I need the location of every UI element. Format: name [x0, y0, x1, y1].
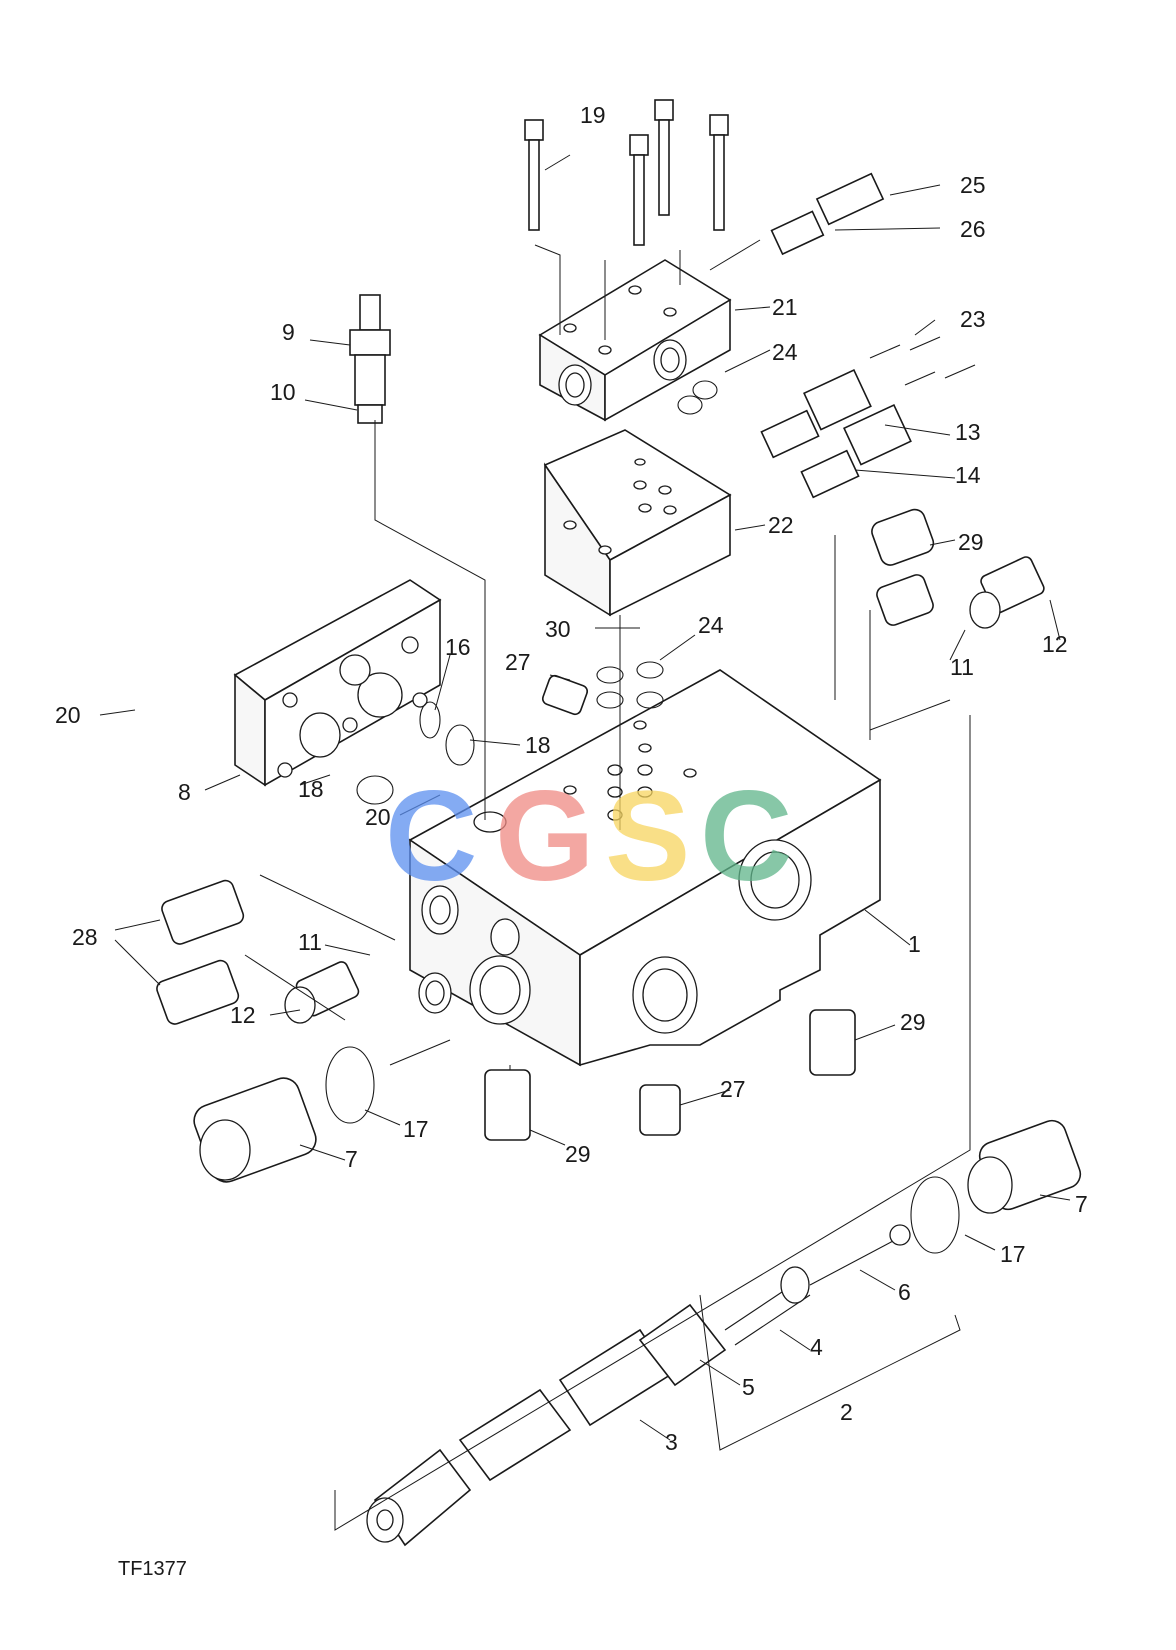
callout-13: 13	[955, 419, 981, 445]
callout-10: 10	[270, 379, 296, 405]
callout-29-upper: 29	[958, 529, 984, 555]
callouts: 1 2 3 4 5 6 7 7 8 9 10 11 11 12 12 13 14…	[55, 102, 1088, 1455]
solenoid-valves-13-14	[760, 368, 912, 499]
callout-17-right: 17	[1000, 1241, 1026, 1267]
callout-7-left: 7	[345, 1146, 358, 1172]
adapters-25-26	[770, 172, 885, 256]
callout-22: 22	[768, 512, 794, 538]
callout-4: 4	[810, 1334, 823, 1360]
callout-1: 1	[908, 931, 921, 957]
drawing-reference: TF1377	[118, 1558, 187, 1580]
watermark: C G S C	[385, 765, 792, 908]
o-rings	[325, 380, 960, 1254]
callout-29-right: 29	[900, 1009, 926, 1035]
callout-8: 8	[178, 779, 191, 805]
callout-7-right: 7	[1075, 1191, 1088, 1217]
plugs	[156, 508, 935, 1141]
small-screws-23	[869, 336, 976, 386]
cover-plate	[233, 579, 442, 787]
callout-17-left: 17	[403, 1116, 429, 1142]
callout-28: 28	[72, 924, 98, 950]
callout-25: 25	[960, 172, 986, 198]
callout-21: 21	[772, 294, 798, 320]
end-caps-7	[193, 1077, 1082, 1214]
valve-body	[408, 669, 882, 1067]
callout-18-lower: 18	[298, 776, 324, 802]
callout-9: 9	[282, 319, 295, 345]
callout-12-right: 12	[1042, 631, 1068, 657]
callout-16: 16	[445, 634, 471, 660]
callout-18-upper: 18	[525, 732, 551, 758]
callout-5: 5	[742, 1374, 755, 1400]
watermark-letter-3: S	[605, 765, 690, 908]
callout-20-lower: 20	[365, 804, 391, 830]
callout-6: 6	[898, 1279, 911, 1305]
callout-11-left: 11	[298, 929, 322, 955]
callout-3: 3	[665, 1429, 678, 1455]
callout-24-lower: 24	[698, 612, 724, 638]
callout-29-lower: 29	[565, 1141, 591, 1167]
callout-27-lower: 27	[720, 1076, 746, 1102]
manifold-block-21	[538, 259, 732, 422]
callout-24-upper: 24	[772, 339, 798, 365]
cap-screws-19	[524, 99, 729, 246]
callout-19: 19	[580, 102, 606, 128]
watermark-letter-4: C	[700, 765, 792, 908]
manifold-block-22	[543, 429, 732, 617]
check-valves-11-12	[284, 556, 1045, 1024]
callout-27-upper: 27	[505, 649, 531, 675]
callout-23: 23	[960, 306, 986, 332]
relief-cartridge-9	[349, 294, 391, 424]
spool-assembly-2	[366, 1224, 911, 1547]
callout-26: 26	[960, 216, 986, 242]
watermark-letter-1: C	[385, 765, 477, 908]
callout-30: 30	[545, 616, 571, 642]
watermark-letter-2: G	[495, 765, 595, 908]
leader-lines	[99, 154, 1071, 1531]
callout-20-left: 20	[55, 702, 81, 728]
callout-11-right: 11	[950, 654, 974, 680]
callout-12-left: 12	[230, 1002, 256, 1028]
callout-14: 14	[955, 462, 981, 488]
callout-2: 2	[840, 1399, 853, 1425]
